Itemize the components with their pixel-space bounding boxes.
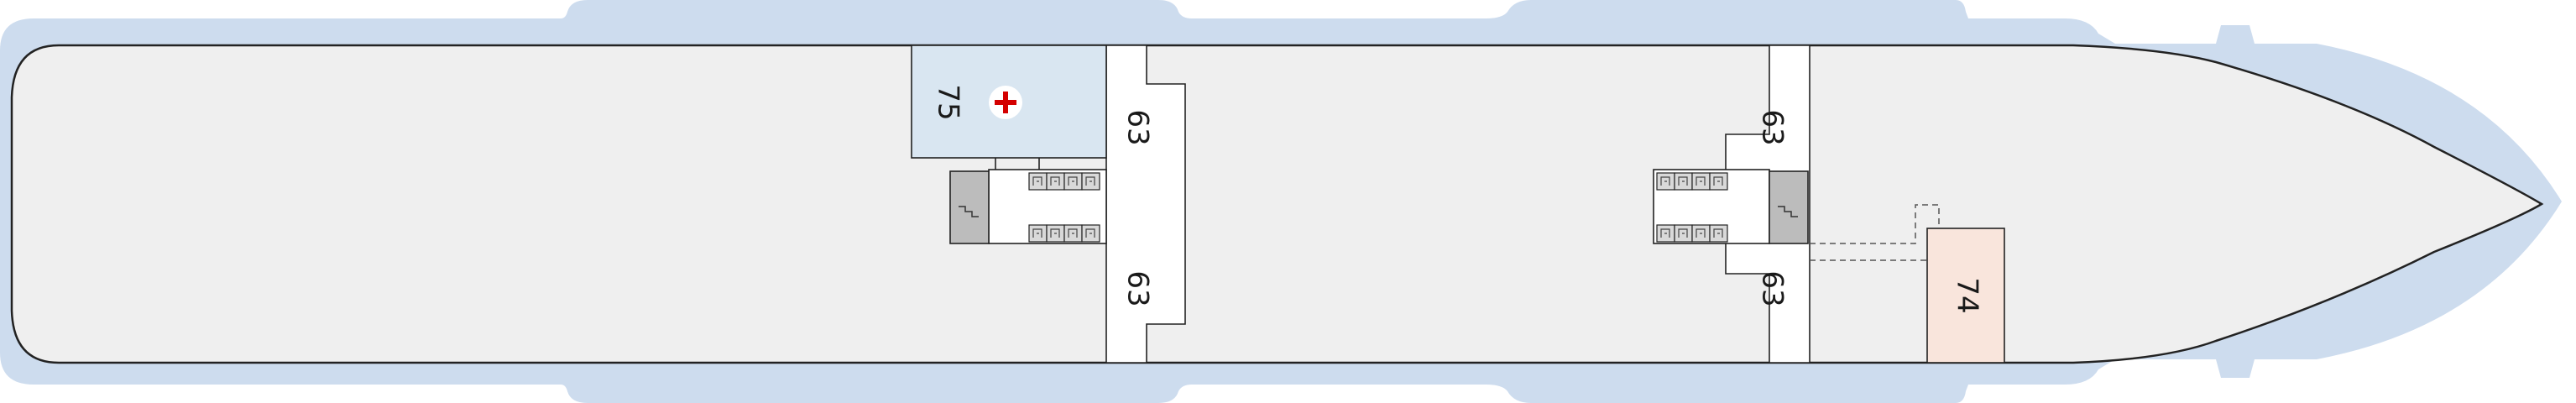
- elevator-glyph: [1032, 228, 1042, 238]
- staircase-icon: [1769, 170, 1809, 244]
- elevator-glyph: [1085, 176, 1095, 186]
- corridor-63-fwd-bottom: 63: [1121, 270, 1155, 306]
- elevator-glyph: [1678, 228, 1688, 238]
- elevator-glyph: [1660, 228, 1670, 238]
- elevator-glyph: [1050, 228, 1060, 238]
- room-74[interactable]: [1926, 228, 2005, 364]
- elevator-glyph: [1678, 176, 1688, 186]
- staircase-icon: [949, 170, 990, 244]
- elevator-glyph: [1050, 176, 1060, 186]
- elevator-icon: [1028, 172, 1100, 191]
- partition-marks: [995, 158, 1040, 170]
- elevator-icon: [1028, 224, 1100, 243]
- medical-cross-icon: [989, 86, 1022, 119]
- corridor-63-aft-top: 63: [1756, 109, 1790, 145]
- elevator-glyph: [1696, 176, 1706, 186]
- elevator-glyph: [1068, 176, 1078, 186]
- elevator-glyph: [1085, 228, 1095, 238]
- elevator-icon: [1656, 172, 1728, 191]
- deck-hull: [10, 44, 2544, 364]
- elevator-glyph: [1713, 176, 1723, 186]
- elevator-glyph: [1713, 228, 1723, 238]
- room-75-number: 75: [932, 84, 965, 120]
- dashed-connectors: [1810, 204, 1940, 261]
- elevator-icon: [1656, 224, 1728, 243]
- room-74-number: 74: [1951, 277, 1984, 313]
- corridor-63-aft-bottom: 63: [1756, 270, 1790, 306]
- elevator-glyph: [1696, 228, 1706, 238]
- elevator-glyph: [1068, 228, 1078, 238]
- elevator-glyph: [1660, 176, 1670, 186]
- elevator-glyph: [1032, 176, 1042, 186]
- corridor-63-fwd-top: 63: [1121, 109, 1155, 145]
